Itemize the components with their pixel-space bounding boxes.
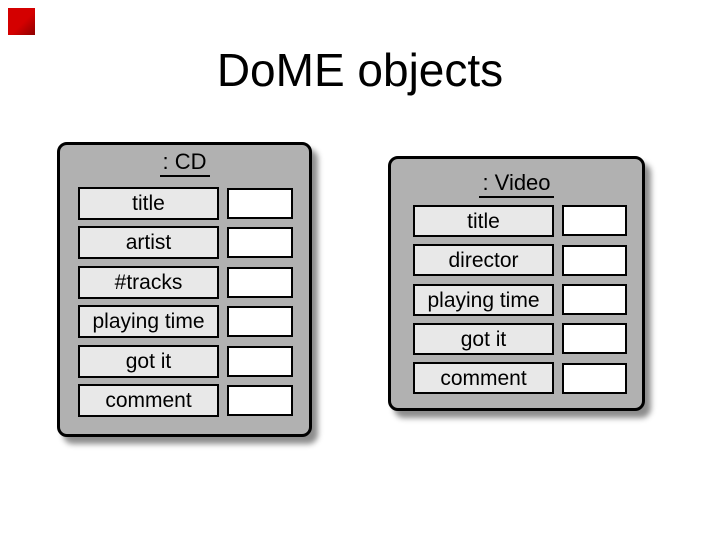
video-object-header: : Video xyxy=(391,170,642,199)
field-label: playing time xyxy=(413,284,554,316)
field-value-box xyxy=(227,227,293,258)
cd-object-header-text: : CD xyxy=(159,149,210,178)
field-value-box xyxy=(227,267,293,298)
cd-object-header: : CD xyxy=(60,149,309,178)
field-label: playing time xyxy=(78,305,219,338)
cd-object-box: : CD title artist #tracks playing time g… xyxy=(57,142,312,437)
field-value-box xyxy=(227,346,293,377)
field-value-box xyxy=(227,306,293,337)
field-label: got it xyxy=(78,345,219,378)
field-value-box xyxy=(562,363,627,394)
field-label: comment xyxy=(78,384,219,417)
field-value-box xyxy=(562,245,627,276)
video-object-header-text: : Video xyxy=(479,170,554,199)
field-value-box xyxy=(227,385,293,416)
field-label: comment xyxy=(413,362,554,394)
field-label: director xyxy=(413,244,554,276)
red-square-decoration xyxy=(8,8,35,35)
field-label: title xyxy=(78,187,219,220)
field-label: #tracks xyxy=(78,266,219,299)
field-label: title xyxy=(413,205,554,237)
field-label: artist xyxy=(78,226,219,259)
video-object-box: : Video title director playing time got … xyxy=(388,156,645,411)
field-value-box xyxy=(562,323,627,354)
field-value-box xyxy=(227,188,293,219)
field-value-box xyxy=(562,205,627,236)
field-label: got it xyxy=(413,323,554,355)
field-value-box xyxy=(562,284,627,315)
slide-title: DoME objects xyxy=(216,44,504,96)
